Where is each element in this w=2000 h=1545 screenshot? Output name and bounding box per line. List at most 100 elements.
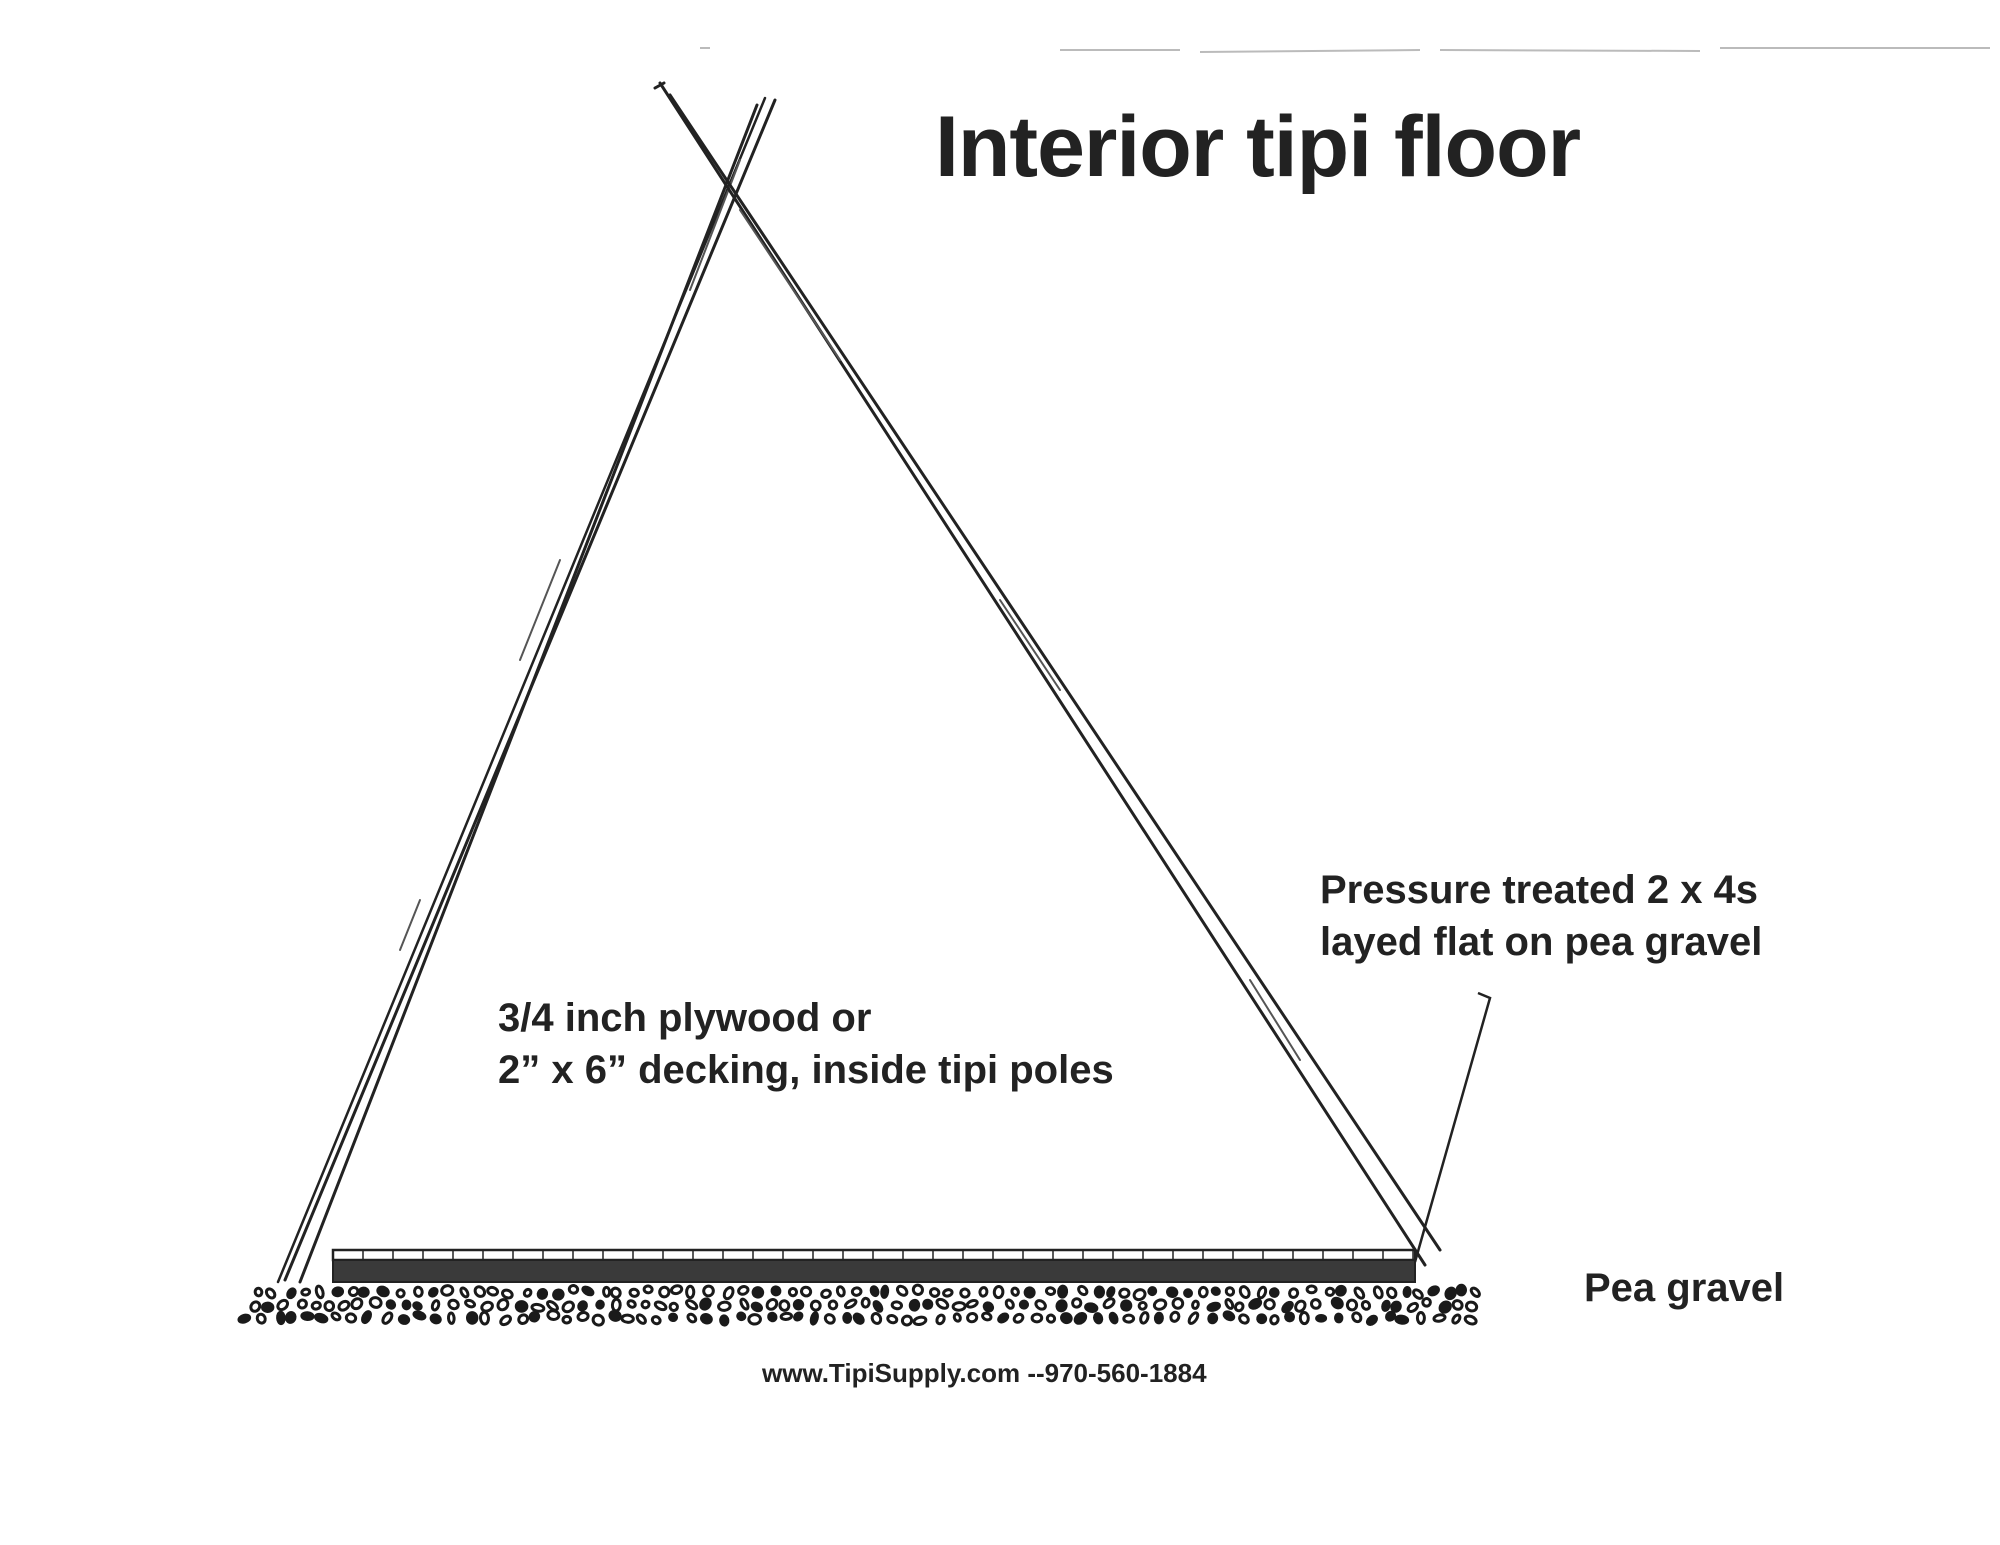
pea-gravel <box>237 1283 1481 1327</box>
gravel-stone <box>1412 1288 1424 1300</box>
gravel-stone <box>577 1300 588 1312</box>
gravel-stone <box>978 1286 989 1298</box>
gravel-stone <box>1118 1287 1131 1299</box>
gravel-stone <box>330 1311 342 1322</box>
gravel-stone <box>650 1315 662 1326</box>
gravel-stone <box>1171 1297 1185 1310</box>
gravel-stone <box>260 1301 275 1314</box>
gravel-stone <box>809 1311 819 1326</box>
gravel-stone <box>1309 1298 1322 1310</box>
gravel-stone <box>1256 1285 1268 1300</box>
gravel-stone <box>376 1285 390 1298</box>
gravel-stone <box>1298 1310 1310 1326</box>
gravel-stone <box>1071 1297 1083 1309</box>
gravel-stone <box>852 1312 865 1325</box>
gravel-stone <box>1055 1299 1068 1313</box>
gravel-stone <box>653 1300 668 1312</box>
gravel-stone <box>546 1300 559 1312</box>
gravel-stone <box>658 1285 671 1299</box>
gravel-stone <box>922 1298 934 1310</box>
gravel-stone <box>1224 1298 1235 1310</box>
gravel-stone <box>1106 1286 1116 1298</box>
gravel-stone <box>608 1309 622 1322</box>
gravel-stone <box>1057 1284 1069 1299</box>
gravel-stone <box>285 1311 297 1324</box>
gravel-stone <box>1351 1311 1363 1324</box>
gravel-stone <box>1102 1297 1116 1310</box>
gravel-stone <box>397 1314 411 1325</box>
gravel-stone <box>447 1298 460 1311</box>
gravel-stone <box>736 1311 747 1322</box>
gravel-stone <box>412 1310 427 1321</box>
gravel-stone <box>501 1288 514 1300</box>
scan-noise <box>700 47 1990 53</box>
gravel-stone <box>779 1311 794 1321</box>
gravel-stone <box>264 1287 277 1300</box>
floor-material-line-1: 3/4 inch plywood or <box>498 996 872 1040</box>
gravel-stone <box>1305 1284 1318 1295</box>
gravel-stone <box>1385 1286 1398 1300</box>
gravel-stone <box>480 1300 494 1313</box>
gravel-stone <box>1427 1285 1440 1297</box>
gravel-stone <box>686 1312 698 1324</box>
gravel-stone <box>522 1287 533 1298</box>
gravel-stone <box>1073 1311 1088 1325</box>
gravel-stone <box>860 1296 871 1309</box>
gravel-stone <box>313 1312 329 1324</box>
gravel-stone <box>331 1286 345 1298</box>
gravel-stone <box>1183 1288 1194 1298</box>
gravel-stone <box>1166 1286 1179 1298</box>
sleepers-line-2: layed flat on pea gravel <box>1320 920 1763 964</box>
gravel-stone <box>737 1285 750 1296</box>
gravel-stone <box>323 1300 336 1313</box>
gravel-stone <box>1345 1298 1359 1312</box>
gravel-stone <box>981 1311 993 1322</box>
gravel-stone <box>635 1313 647 1325</box>
gravel-stone <box>496 1298 510 1312</box>
gravel-stone <box>820 1288 832 1299</box>
gravel-stone <box>935 1297 950 1310</box>
gravel-stone <box>835 1285 846 1298</box>
gravel-stone <box>1224 1286 1236 1297</box>
floor-material-line-2: 2” x 6” decking, inside tipi poles <box>498 1048 1114 1092</box>
gravel-stone <box>778 1299 791 1312</box>
gravel-stone <box>739 1297 750 1311</box>
gravel-stone <box>1381 1299 1391 1312</box>
gravel-stone <box>602 1285 612 1298</box>
sleepers-leader-line <box>1413 991 1492 1263</box>
gravel-stone <box>528 1310 541 1323</box>
gravel-stone <box>823 1313 836 1325</box>
gravel-stone <box>1333 1312 1344 1324</box>
gravel-stone <box>1010 1286 1020 1297</box>
pea-gravel-label: Pea gravel <box>1584 1266 1785 1310</box>
gravel-stone <box>1469 1286 1481 1298</box>
gravel-stone <box>430 1299 441 1312</box>
gravel-stone <box>767 1311 778 1323</box>
gravel-stone <box>1263 1298 1276 1311</box>
gravel-stone <box>1415 1310 1426 1325</box>
gravel-stone <box>966 1312 979 1324</box>
gravel-stone <box>478 1310 491 1326</box>
gravel-stone <box>314 1284 325 1300</box>
gravel-stone <box>1365 1314 1378 1326</box>
gravel-stone <box>880 1284 890 1299</box>
floor-decking <box>331 1248 1417 1283</box>
gravel-stone <box>1093 1285 1106 1299</box>
gravel-stone <box>1406 1301 1419 1313</box>
gravel-stone <box>951 1301 967 1312</box>
gravel-stone <box>1402 1286 1412 1299</box>
gravel-stone <box>668 1301 679 1312</box>
gravel-stone <box>440 1284 455 1297</box>
gravel-stone <box>395 1288 406 1299</box>
gravel-stone <box>1206 1301 1221 1312</box>
gravel-stone <box>1248 1297 1263 1310</box>
gravel-stone <box>300 1311 315 1322</box>
gravel-stone <box>1330 1296 1344 1310</box>
gravel-stone <box>722 1286 735 1301</box>
gravel-stone <box>1030 1312 1044 1324</box>
gravel-stone <box>337 1299 351 1312</box>
gravel-stone <box>1197 1285 1209 1299</box>
gravel-stone <box>850 1286 863 1297</box>
gravel-stone <box>1288 1287 1300 1299</box>
gravel-stone <box>459 1286 470 1299</box>
